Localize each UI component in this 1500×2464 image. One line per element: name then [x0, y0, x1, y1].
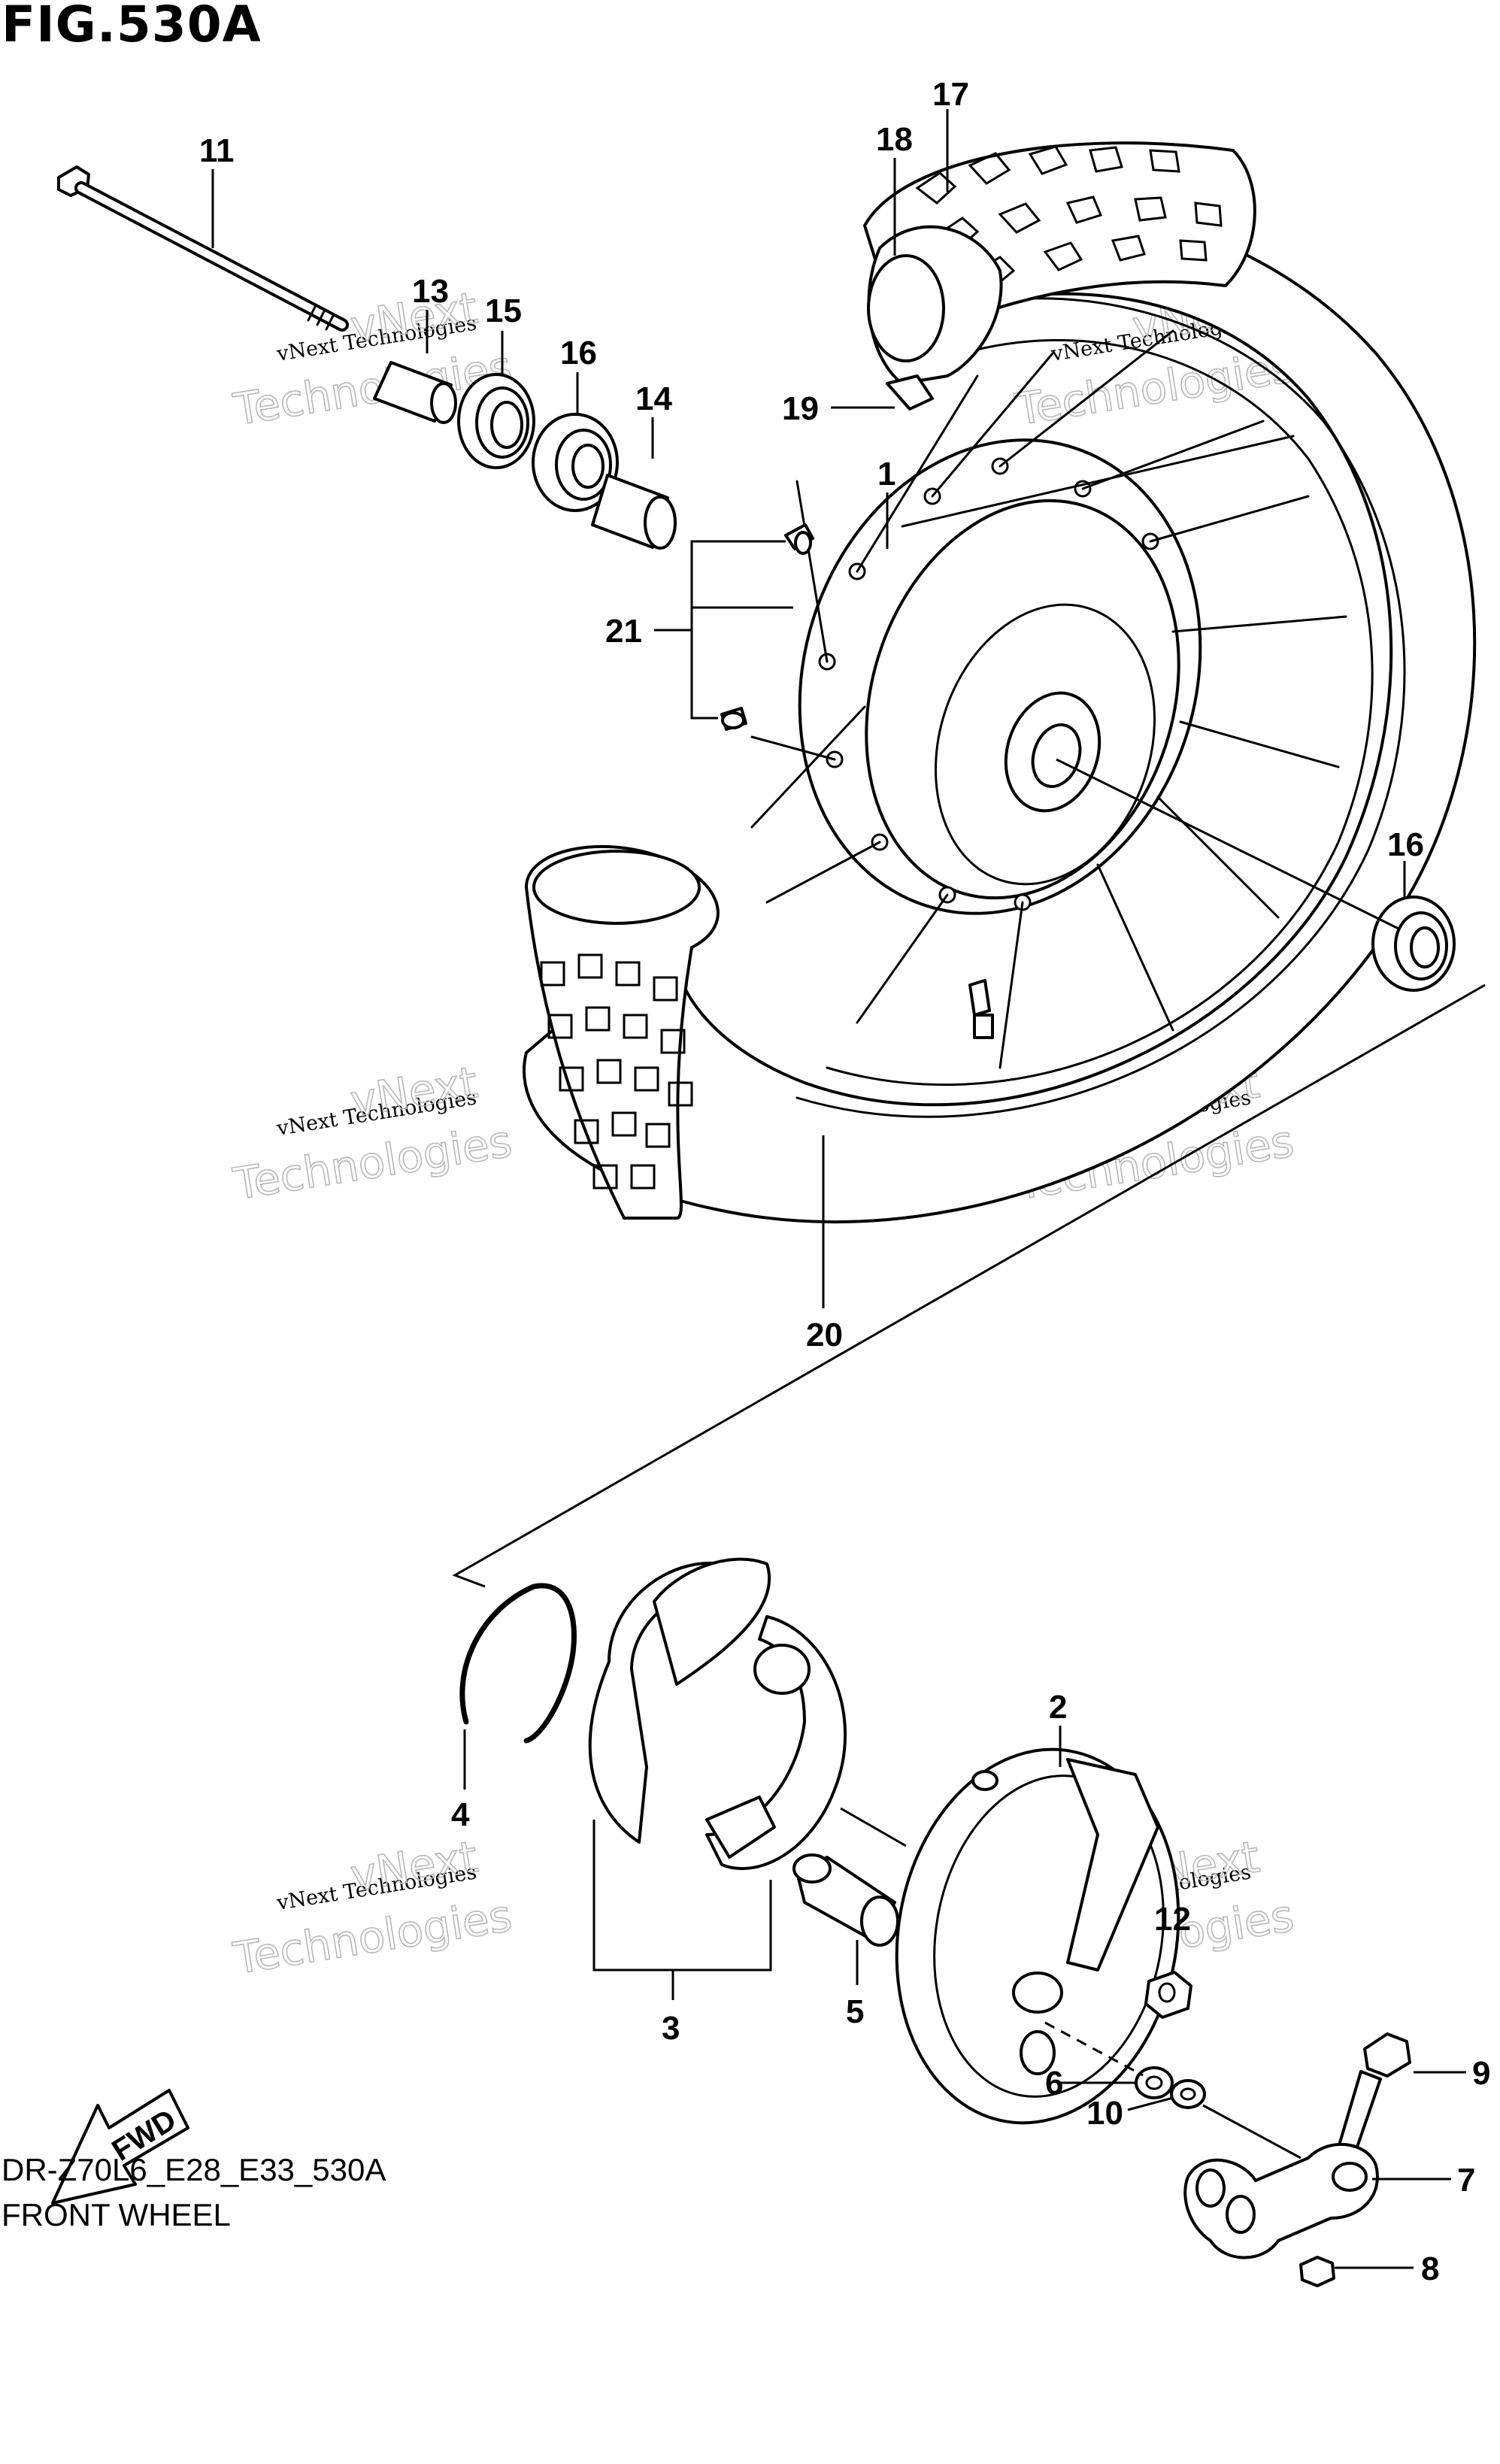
assembly-bracket-line — [452, 983, 1486, 1588]
callout-7: 7 — [1457, 2162, 1475, 2199]
torque-link-nut — [1299, 2256, 1335, 2287]
panel-nut — [1144, 1971, 1192, 2019]
callout-3: 3 — [662, 2010, 680, 2047]
svg-text:Technologies: Technologies — [230, 1890, 516, 1984]
callout-5: 5 — [846, 1993, 864, 2030]
rim-screws — [720, 523, 814, 731]
svg-text:Technologies: Technologies — [230, 1115, 516, 1210]
brake-shoe-spring — [459, 1583, 577, 1744]
callout-15: 15 — [485, 292, 522, 329]
rim-valve — [968, 979, 994, 1039]
callout-9: 9 — [1472, 2055, 1490, 2092]
wheel-bearing-left — [532, 413, 619, 512]
callout-14: 14 — [635, 380, 672, 417]
callout-17: 17 — [932, 76, 969, 113]
callout-8: 8 — [1421, 2250, 1439, 2287]
figure-name: FRONT WHEEL — [2, 2197, 231, 2232]
callout-21: 21 — [605, 613, 642, 650]
rim-band — [886, 374, 934, 411]
callout-6: 6 — [1045, 2065, 1063, 2102]
figure-title: FIG.530A — [2, 0, 262, 53]
brake-shoe-set — [588, 1557, 847, 1870]
callout-16: 16 — [560, 335, 597, 371]
leader-lines — [211, 109, 1466, 2269]
callout-18: 18 — [876, 121, 913, 158]
washer-10 — [1170, 2079, 1206, 2109]
bearing-spacer — [591, 474, 677, 550]
washer-guide — [1044, 2021, 1144, 2077]
wheel-spokes — [750, 329, 1347, 1069]
callout-4: 4 — [451, 1796, 470, 1833]
wheel-bearing-right — [1371, 896, 1456, 992]
callout-20: 20 — [806, 1317, 843, 1353]
torque-link — [1183, 2142, 1379, 2259]
callout-19: 19 — [782, 390, 819, 427]
callout-labels: 11 13 15 16 14 17 18 19 1 21 16 20 2 4 3… — [199, 76, 1490, 2287]
callout-16b: 16 — [1387, 826, 1424, 863]
callout-2: 2 — [1049, 1689, 1067, 1726]
brake-panel — [895, 1747, 1180, 2125]
axle-spacer — [373, 361, 457, 424]
dust-seal — [457, 373, 535, 469]
watermark-low-left: vNext Technologies Technologies vNext — [229, 1830, 516, 1984]
inner-tube — [867, 225, 1003, 385]
front-axle — [57, 165, 349, 332]
svg-text:vNext: vNext — [347, 1056, 481, 1127]
front-tire — [523, 141, 1477, 1224]
washer-6 — [1135, 2066, 1174, 2099]
callout-1: 1 — [877, 456, 895, 492]
figure-code: DR-Z70L6_E28_E33_530A — [2, 2152, 386, 2187]
callout-11: 11 — [199, 132, 235, 169]
front-wheel-hub — [798, 438, 1202, 915]
callout-10: 10 — [1086, 2095, 1123, 2132]
svg-text:vNext: vNext — [347, 1831, 481, 1902]
watermark-mid-left: vNext Technologies Technologies vNext — [229, 1056, 516, 1210]
brake-cam — [792, 1853, 899, 1947]
callout-13: 13 — [412, 273, 449, 310]
callout-12: 12 — [1154, 1901, 1191, 1938]
